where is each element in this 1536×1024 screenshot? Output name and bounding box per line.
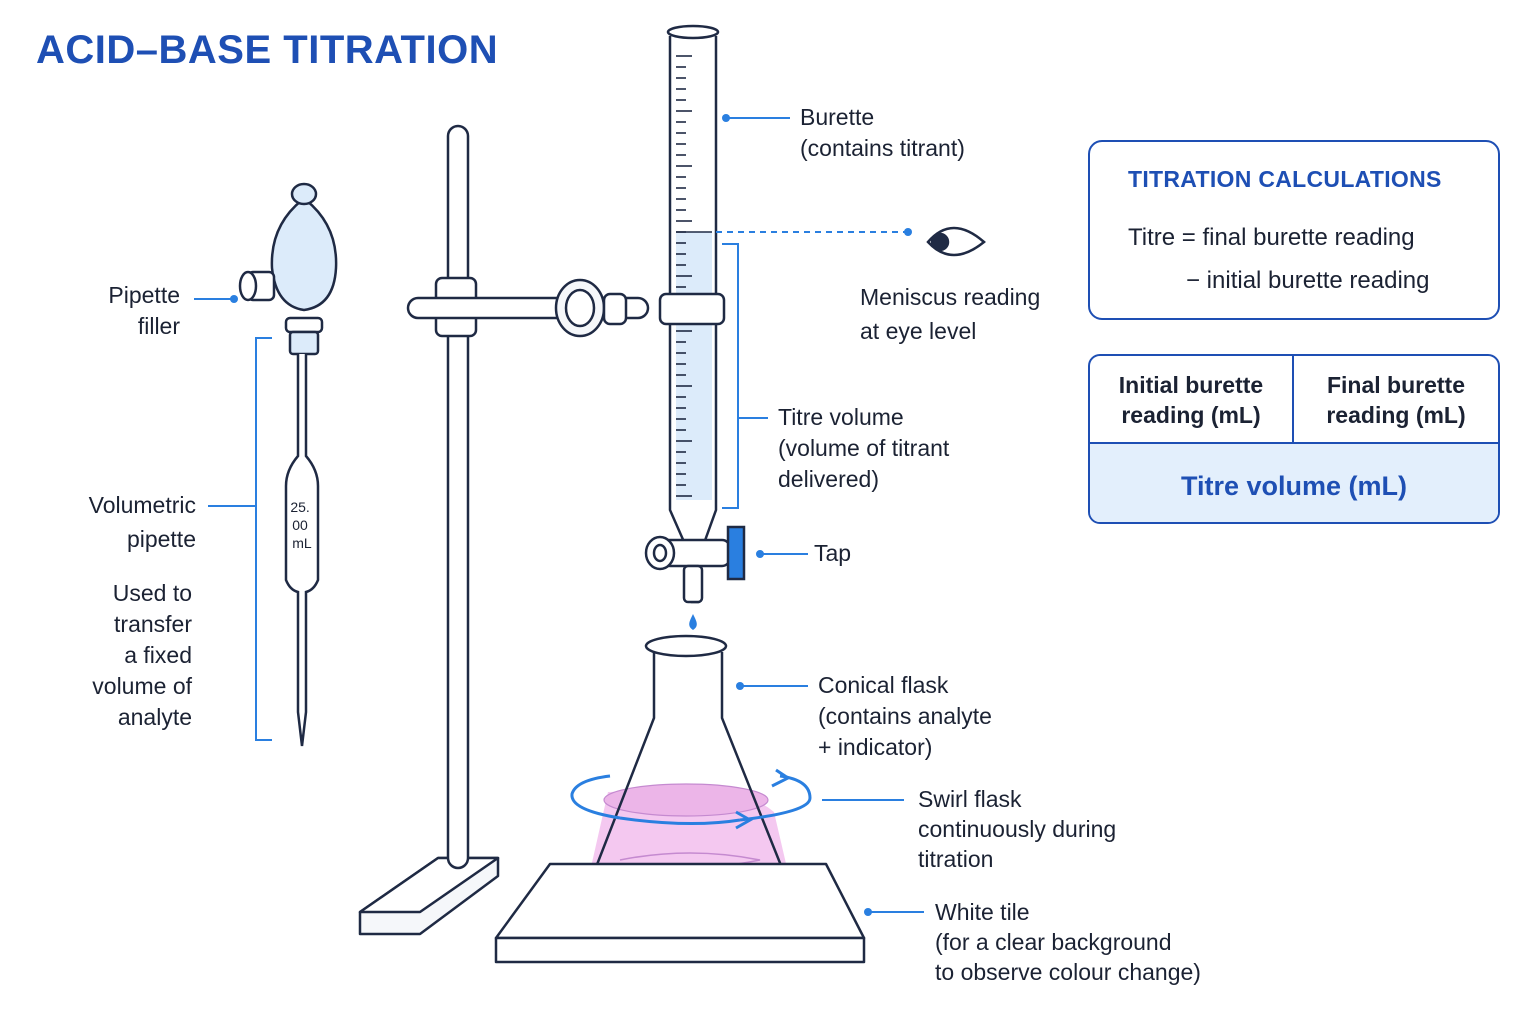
calculations-panel: TITRATION CALCULATIONS Titre = final bur… bbox=[1088, 140, 1500, 320]
calculations-line-2: − initial burette reading bbox=[1186, 267, 1430, 294]
eye-icon bbox=[926, 226, 986, 257]
label-titre-volume: Titre volume (volume of titrant delivere… bbox=[778, 404, 950, 492]
label-swirl-flask: Swirl flask continuously during titratio… bbox=[918, 786, 1117, 872]
table-footer-titre: Titre volume (mL) bbox=[1090, 442, 1498, 522]
pointer-dots bbox=[230, 114, 912, 916]
pipette-filler bbox=[238, 182, 338, 356]
pointer-lines bbox=[194, 117, 924, 913]
calculations-title: TITRATION CALCULATIONS bbox=[1128, 166, 1442, 192]
label-conical-flask: Conical flask (contains analyte + indica… bbox=[818, 672, 992, 760]
pipette-marking: 25. 00 mL bbox=[290, 499, 313, 551]
table-header-initial: Initial burette reading (mL) bbox=[1090, 356, 1294, 444]
label-pipette-use: Used to transfer a fixed volume of analy… bbox=[92, 580, 192, 730]
titrant-drop bbox=[689, 614, 697, 630]
white-tile bbox=[494, 862, 866, 964]
label-tap: Tap bbox=[814, 540, 852, 566]
readings-table: Initial burette reading (mL) Final buret… bbox=[1088, 354, 1500, 524]
burette-tap bbox=[644, 525, 746, 604]
burette-graduations bbox=[676, 55, 692, 497]
label-white-tile: White tile (for a clear background to ob… bbox=[935, 899, 1201, 985]
label-burette: Burette (contains titrant) bbox=[800, 104, 965, 161]
label-volumetric-pipette: Volumetric pipette bbox=[88, 492, 196, 552]
label-meniscus-reading: Meniscus reading at eye level bbox=[860, 284, 1041, 344]
table-header-final: Final burette reading (mL) bbox=[1326, 372, 1466, 428]
page-title: ACID–BASE TITRATION bbox=[36, 28, 499, 72]
label-pipette-filler: Pipette filler bbox=[108, 282, 180, 339]
calculations-line-1: Titre = final burette reading bbox=[1128, 224, 1415, 251]
burette bbox=[658, 24, 726, 604]
volumetric-pipette bbox=[284, 354, 320, 747]
retort-stand bbox=[358, 124, 650, 936]
swirl-arrow-icon bbox=[570, 768, 812, 830]
